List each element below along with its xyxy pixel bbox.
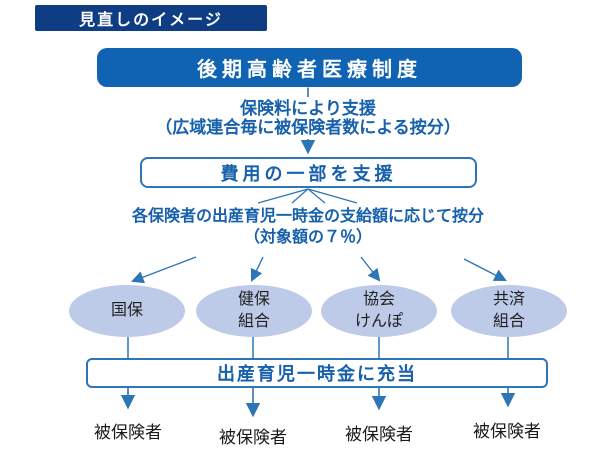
insurer-ellipse-kokuho: 国保 [69, 285, 185, 337]
title-badge: 見直しのイメージ [35, 5, 267, 31]
insurer-ellipse-kenpo-kumiai: 健保 組合 [196, 285, 312, 337]
insurer-label-kokuho: 国保 [110, 302, 143, 320]
arrow-to-kenpo [250, 256, 264, 282]
fan-line-2 [291, 188, 309, 204]
appropriation-box-label: 出産育児一時金に充当 [217, 364, 417, 384]
insurer-label-kyosai-kumiai: 共済 組合 [492, 291, 525, 330]
arrow-to-kyokai [360, 256, 381, 282]
beneficiary-label-3: 被保険者 [345, 425, 413, 444]
allocation-text-block: 各保険者の出産育児一時金の支給額に応じて按分 （対象額の７％） [8, 206, 608, 248]
partial-support-box: 費用の一部を支援 [140, 157, 477, 188]
fan-line-1 [257, 188, 309, 204]
insurer-label-kenpo-kumiai: 健保 組合 [237, 291, 270, 330]
beneficiary-label-2: 被保険者 [219, 428, 287, 447]
fan-line-4 [307, 188, 358, 204]
allocation-text-line2: （対象額の７％） [243, 229, 372, 246]
arrow-to-kokuho [131, 256, 197, 284]
appropriation-box: 出産育児一時金に充当 [86, 358, 548, 388]
support-text-block: 保険料により支援 （広域連合毎に被保険者数による按分） [8, 99, 608, 137]
insurer-ellipse-kyokai-kenpo: 協会 けんぽ [321, 285, 437, 337]
insurer-ellipse-kyosai-kumiai: 共済 組合 [451, 285, 567, 337]
arrow-to-kyosai [463, 258, 507, 281]
allocation-text-line1: 各保険者の出産育児一時金の支給額に応じて按分 [131, 208, 484, 225]
partial-support-box-label: 費用の一部を支援 [220, 163, 397, 184]
beneficiary-label-1: 被保険者 [94, 423, 162, 442]
support-text-line2: （広域連合毎に被保険者数による按分） [155, 118, 461, 137]
fan-line-3 [307, 188, 326, 204]
title-badge-label: 見直しのイメージ [79, 12, 223, 29]
support-text-line1: 保険料により支援 [240, 99, 376, 118]
header-box-title: 後期高齢者医療制度 [197, 59, 422, 81]
beneficiary-label-4: 被保険者 [473, 422, 541, 441]
insurer-label-kyokai-kenpo: 協会 けんぽ [354, 291, 403, 330]
header-box-kouki-koureisha: 後期高齢者医療制度 [97, 48, 522, 87]
